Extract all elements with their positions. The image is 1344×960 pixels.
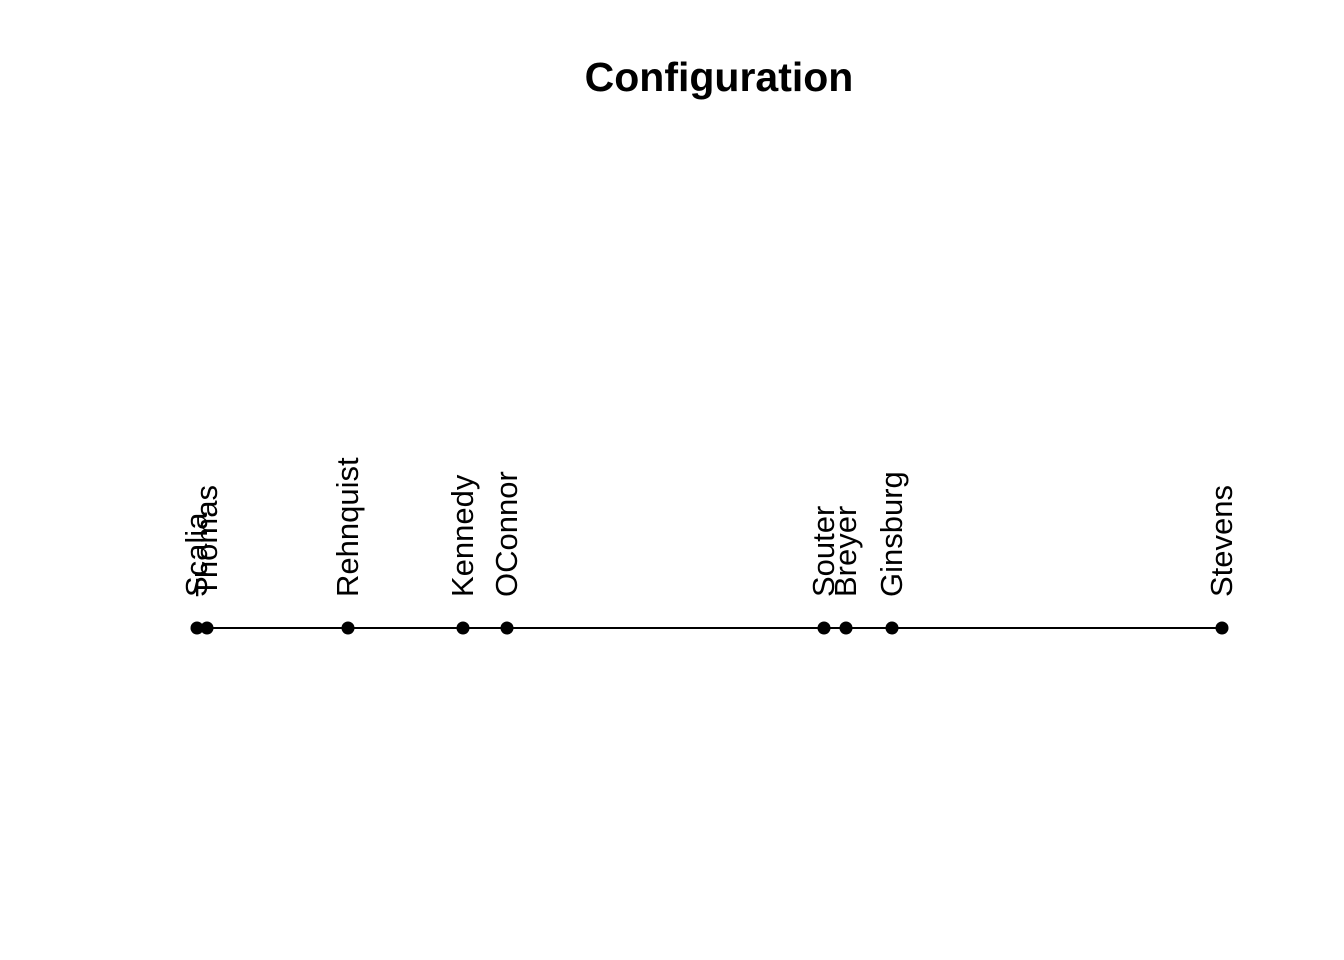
data-point-rehnquist bbox=[341, 621, 355, 635]
point-label-kennedy: Kennedy bbox=[445, 474, 480, 597]
point-label-thomas: Thomas bbox=[189, 485, 224, 597]
data-point-oconnor bbox=[500, 621, 514, 635]
chart-title: Configuration bbox=[584, 54, 854, 100]
point-label-rehnquist: Rehnquist bbox=[330, 457, 365, 597]
point-label-breyer: Breyer bbox=[828, 505, 863, 597]
data-point-ginsburg bbox=[885, 621, 899, 635]
data-point-thomas bbox=[200, 621, 214, 635]
data-point-scalia bbox=[190, 621, 204, 635]
point-label-oconnor: OConnor bbox=[489, 471, 524, 597]
point-label-stevens: Stevens bbox=[1204, 484, 1239, 597]
point-label-ginsburg: Ginsburg bbox=[874, 471, 909, 597]
data-point-breyer bbox=[839, 621, 853, 635]
data-point-kennedy bbox=[456, 621, 470, 635]
configuration-line bbox=[196, 627, 1223, 629]
data-point-souter bbox=[817, 621, 831, 635]
data-point-stevens bbox=[1215, 621, 1229, 635]
